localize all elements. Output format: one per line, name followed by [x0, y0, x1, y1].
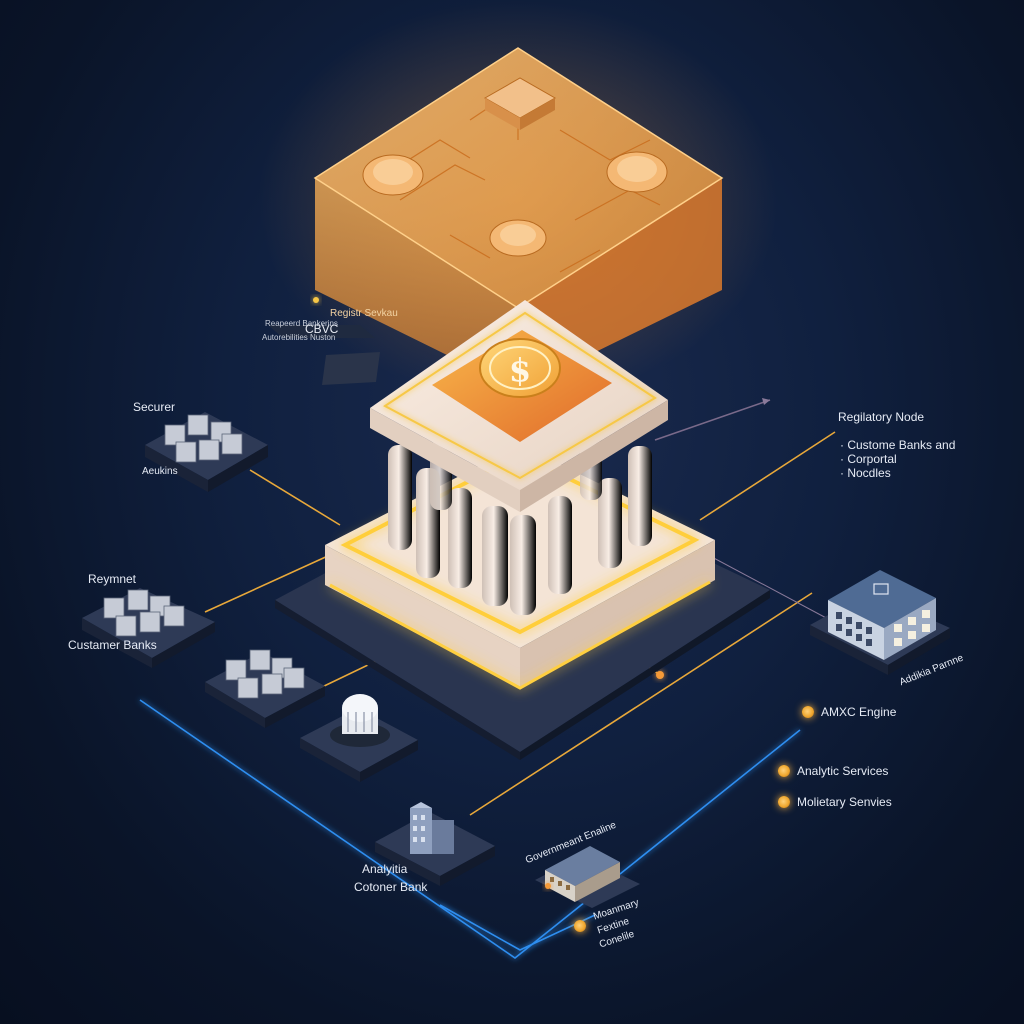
glow-node-mid — [656, 671, 664, 679]
label-customer-banks-left: Custamer Banks — [68, 638, 157, 652]
cbvc-tag — [268, 325, 380, 385]
legend-monetary-bottom — [574, 920, 593, 932]
cube-chip-top — [483, 77, 557, 130]
label-cbvc-sub1: Registr Sevkau — [330, 308, 398, 319]
bullet-dot-icon — [574, 920, 586, 932]
legend-analytic-services-label: Analytic Services — [797, 764, 889, 778]
legend-analytic-services: Analytic Services — [778, 764, 888, 778]
server-rack-icon — [225, 649, 305, 699]
server-rack-icon — [103, 589, 185, 637]
legend-monetary-services: Molietary Senvies — [778, 795, 892, 809]
regulatory-item: Nocdles — [840, 466, 955, 480]
label-securer-sub: Aeukins — [142, 466, 178, 477]
bank-columns — [388, 430, 652, 615]
cube-coin-right — [606, 151, 668, 193]
cube-coin-center — [489, 219, 547, 257]
label-cbvc-sub2: Reapeerd Bankerins — [265, 319, 338, 328]
connection-lines — [139, 399, 836, 959]
customer-bank-server-node — [205, 649, 325, 728]
server-rack-icon — [164, 414, 243, 463]
label-reymnet: Reymnet — [88, 572, 137, 586]
line-blue-bottom — [439, 904, 596, 951]
regulatory-item: Custome Banks and — [840, 438, 955, 452]
legend-amxc-engine: AMXC Engine — [802, 705, 896, 719]
bullet-dot-icon — [778, 765, 790, 777]
line-blue-lower — [139, 699, 801, 959]
label-analytic-bank: Analyitia — [362, 862, 408, 876]
central-bank: $ — [325, 300, 715, 690]
government-engine-node — [535, 846, 640, 908]
legend-monetary-services-label: Molietary Senvies — [797, 795, 892, 809]
arrow-head — [762, 398, 770, 405]
label-regulatory-node: Regilatory Node — [838, 410, 925, 424]
bullet-dot-icon — [802, 706, 814, 718]
label-cotoner-bank: Cotoner Bank — [354, 880, 428, 894]
legend-amxc-engine-label: AMXC Engine — [821, 705, 897, 719]
svg-text:$: $ — [509, 351, 531, 389]
line-gov — [469, 592, 813, 816]
cotoner-bank-node — [375, 802, 495, 886]
reymnet-node — [82, 588, 215, 668]
label-cbvc-sub3: Autorebilities Nuston — [262, 333, 336, 342]
bullet-dot-icon — [778, 796, 790, 808]
securer-node — [145, 412, 268, 492]
cube-coin-left — [362, 154, 424, 196]
dome-building-node — [300, 694, 418, 782]
addikia-partner-node — [810, 570, 950, 675]
regulatory-list: Custome Banks and Corportal Nocdles — [840, 438, 955, 480]
dollar-sign-icon: $ — [479, 338, 561, 398]
label-securer: Securer — [133, 400, 176, 414]
line-reymnet — [204, 554, 331, 613]
regulatory-item: Corportal — [840, 452, 955, 466]
line-securer — [249, 469, 341, 526]
line-arrow — [654, 399, 771, 441]
line-regulatory — [699, 431, 836, 521]
label-cbvc: CBVC — [305, 322, 339, 336]
